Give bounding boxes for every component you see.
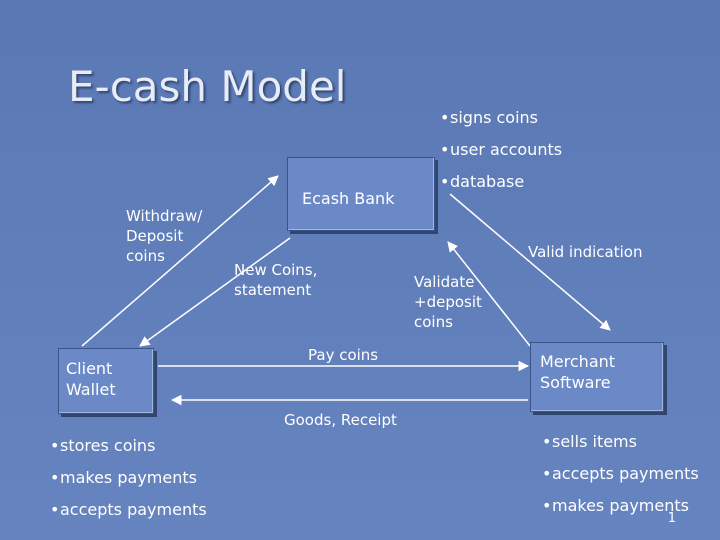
client-features: stores coins makes payments accepts paym…: [50, 430, 207, 526]
client-feature-item: makes payments: [50, 462, 207, 494]
merchant-feature-item: makes payments: [542, 490, 699, 522]
page-number: 1: [667, 511, 676, 526]
ecash-bank-box: Ecash Bank: [287, 157, 435, 231]
bank-feature-item: database: [440, 166, 562, 198]
bank-feature-item: signs coins: [440, 102, 562, 134]
validate-deposit-label: Validate +deposit coins: [414, 272, 482, 332]
arrow-merchant-to-bank: [447, 241, 531, 347]
statement-line: statement: [234, 281, 312, 299]
new-coins-statement-label: New Coins, statement: [234, 260, 317, 300]
client-wallet-box: Client Wallet: [58, 348, 154, 414]
arrow-client-to-bank: [81, 175, 279, 347]
goods-receipt-label: Goods, Receipt: [284, 411, 397, 429]
merchant-feature-item: sells items: [542, 426, 699, 458]
ecash-bank-label: Ecash Bank: [302, 189, 395, 208]
merchant-software-label-line1: Merchant: [540, 352, 616, 371]
client-wallet-label-line1: Client: [66, 359, 113, 378]
merchant-software-label-line2: Software: [540, 373, 611, 392]
client-wallet-label-line2: Wallet: [66, 380, 116, 399]
client-feature-item: stores coins: [50, 430, 207, 462]
pay-coins-label: Pay coins: [308, 346, 379, 364]
new-coins-line: New Coins,: [234, 261, 318, 279]
validate-line: Validate: [414, 273, 475, 291]
withdraw-deposit-label: Withdraw/ Deposit coins: [126, 206, 202, 266]
valid-indication-label: Valid indication: [528, 243, 643, 261]
slide-title: E-cash Model: [68, 62, 347, 111]
withdraw-line: Withdraw/: [126, 207, 203, 225]
arrow-bank-to-client: [139, 237, 291, 347]
plus-deposit-line: +deposit: [414, 293, 482, 311]
merchant-software-box: Merchant Software: [530, 342, 664, 412]
client-feature-item: accepts payments: [50, 494, 207, 526]
coins-line: coins: [126, 247, 165, 265]
bank-features: signs coins user accounts database: [440, 102, 562, 198]
validate-coins-line: coins: [414, 313, 453, 331]
bank-feature-item: user accounts: [440, 134, 562, 166]
merchant-features: sells items accepts payments makes payme…: [542, 426, 699, 522]
arrow-bank-to-merchant: [449, 193, 611, 331]
merchant-feature-item: accepts payments: [542, 458, 699, 490]
deposit-line: Deposit: [126, 227, 184, 245]
